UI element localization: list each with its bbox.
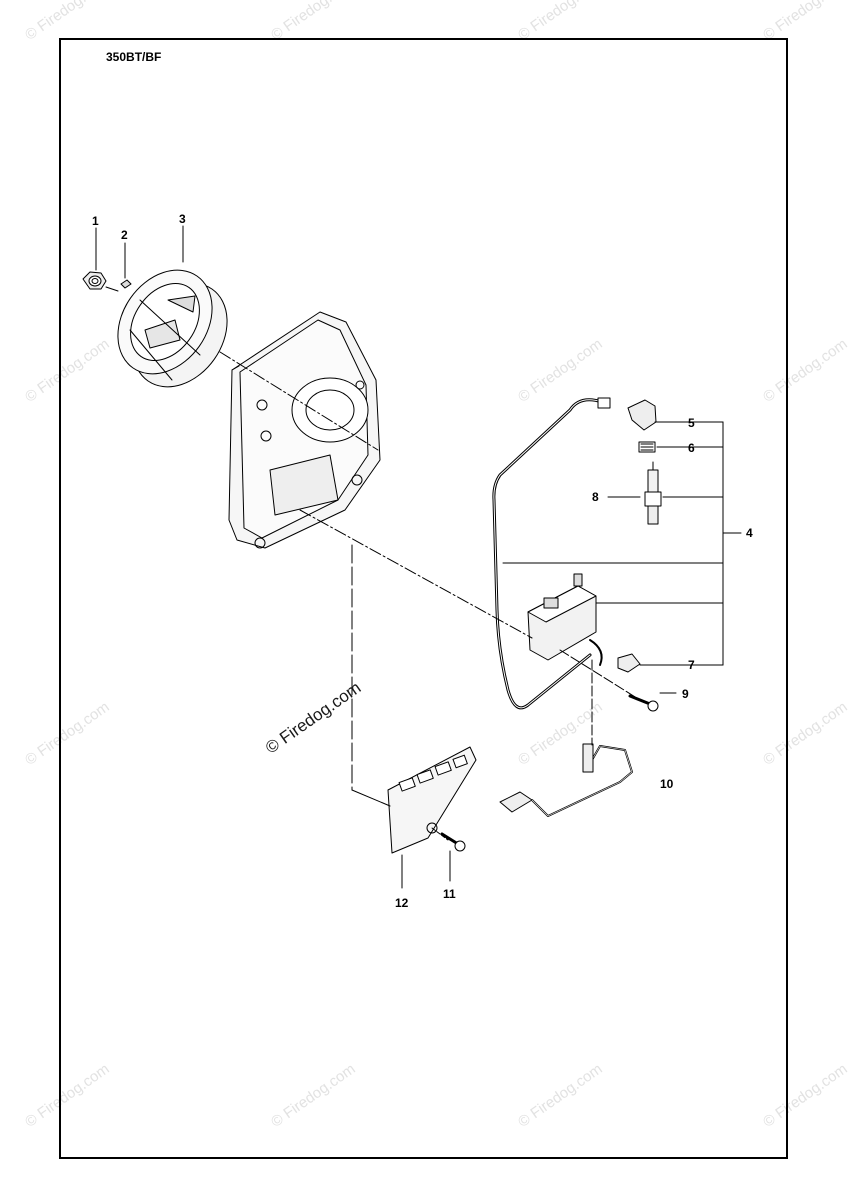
callout-1: 1	[92, 214, 99, 228]
intake-plate-part	[387, 746, 477, 854]
callout-5: 5	[688, 416, 695, 430]
callout-10: 10	[660, 777, 674, 791]
callout-6: 6	[688, 441, 695, 455]
model-label: 350BT/BF	[106, 50, 162, 64]
spark-plug-part	[627, 399, 662, 525]
leader-lines	[95, 225, 742, 889]
nut-part	[82, 271, 107, 290]
callout-7: 7	[688, 658, 695, 672]
callout-9: 9	[682, 687, 689, 701]
terminal-7-part	[617, 653, 641, 673]
flywheel-part	[117, 269, 228, 388]
key-part	[120, 279, 132, 289]
short-circuit-cable-part	[499, 743, 633, 817]
callout-11: 11	[443, 887, 456, 901]
callout-4: 4	[746, 526, 753, 540]
callout-8: 8	[592, 490, 599, 504]
ignition-module-part	[492, 397, 611, 710]
callout-3: 3	[179, 212, 186, 226]
diagram-frame	[59, 38, 788, 1159]
callout-2: 2	[121, 228, 128, 242]
screw-11-part	[440, 832, 466, 852]
crankcase-part	[228, 311, 381, 549]
screw-9-part	[628, 694, 659, 712]
callout-12: 12	[395, 896, 409, 910]
